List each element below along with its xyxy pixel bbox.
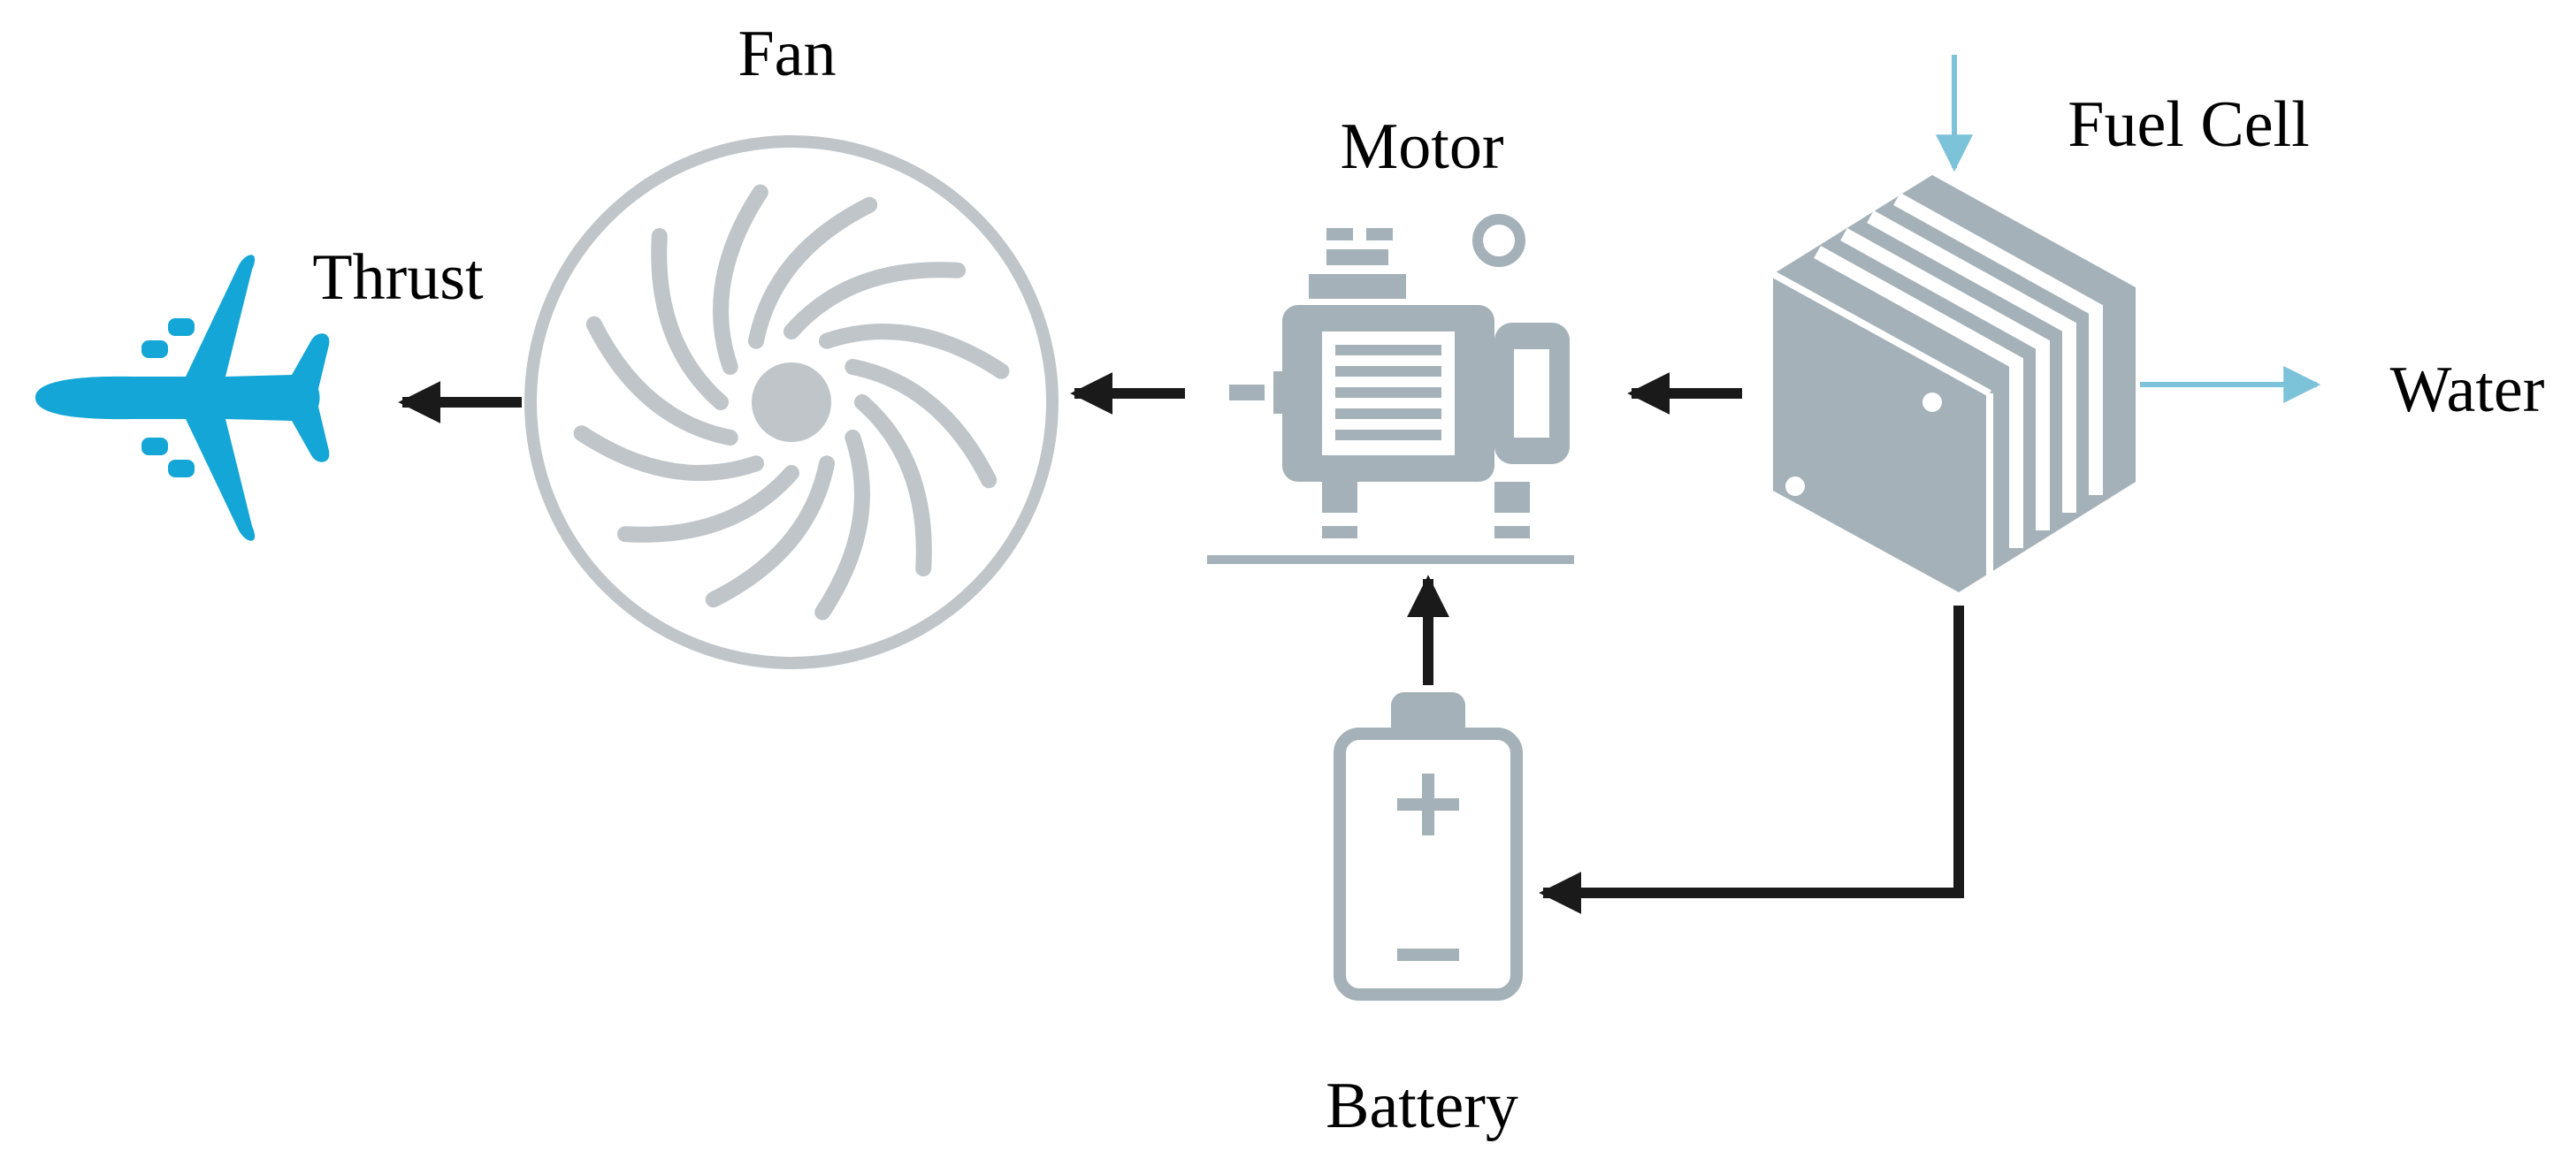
fan-blade — [585, 316, 738, 446]
fan-blade — [814, 430, 870, 621]
motor-icon — [1207, 214, 1574, 564]
battery-icon — [1334, 692, 1523, 1001]
label-fuel-cell: Fuel Cell — [2068, 88, 2309, 161]
fan-blade — [617, 465, 799, 543]
fan-blade — [819, 324, 1010, 379]
fuel-cell-icon — [1771, 175, 2136, 592]
fan-blade — [705, 455, 835, 608]
flow-arrows — [398, 372, 1964, 914]
fan-blade — [573, 425, 764, 481]
fan-blade — [651, 228, 729, 410]
label-water: Water — [2390, 354, 2545, 426]
fan-blade — [713, 184, 768, 375]
arrow-fuelcell-to-battery — [1539, 606, 1964, 914]
airplane-icon — [35, 255, 330, 541]
label-fan: Fan — [738, 18, 837, 90]
fan-blade — [845, 359, 998, 489]
fan-blade — [748, 196, 878, 349]
input-output-arrows — [1936, 55, 2321, 403]
fan-blade — [784, 262, 966, 339]
label-battery: Battery — [1326, 1070, 1518, 1142]
label-thrust: Thrust — [312, 241, 484, 314]
fan-blade — [854, 394, 932, 576]
fan-icon — [524, 135, 1059, 669]
label-motor: Motor — [1341, 111, 1504, 183]
